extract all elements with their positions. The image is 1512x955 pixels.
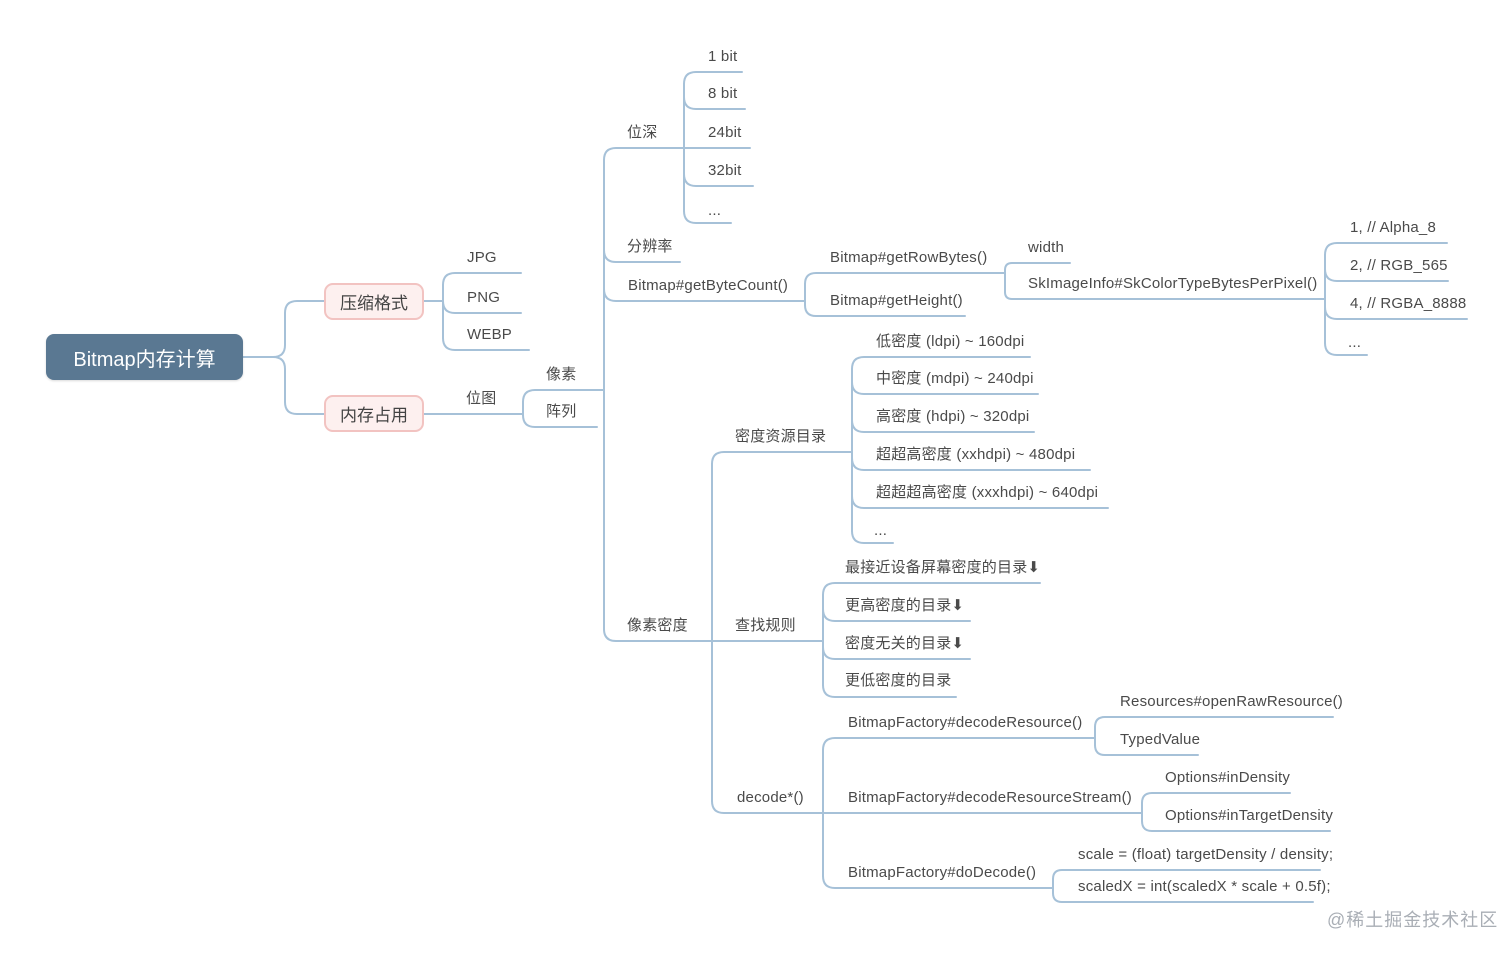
node-root: Bitmap内存计算 [46,334,243,380]
node-bytes-per-pixel: SkImageInfo#SkColorTypeBytesPerPixel() [1028,275,1318,292]
node-hdpi: 高密度 (hdpi) ~ 320dpi [876,408,1030,425]
node-bit-depth-more: ... [708,202,722,219]
node-ldpi: 低密度 (ldpi) ~ 160dpi [876,333,1025,350]
node-density-dirs: 密度资源目录 [735,428,827,445]
node-rule-density-independent: 密度无关的目录⬇ [845,635,965,652]
node-get-byte-count: Bitmap#getByteCount() [628,277,789,294]
node-scaledx-formula: scaledX = int(scaledX * scale + 0.5f); [1078,878,1331,895]
node-bytes-per-pixel-more: ... [1348,334,1362,351]
node-24bit: 24bit [708,124,742,141]
node-compress-format: 压缩格式 [324,283,424,320]
node-rgb565: 2, // RGB_565 [1350,257,1448,274]
node-png: PNG [467,289,501,306]
node-rgba8888: 4, // RGBA_8888 [1350,295,1467,312]
node-lookup-rules: 查找规则 [735,617,796,634]
node-resolution: 分辨率 [627,238,673,255]
node-scale-formula: scale = (float) targetDensity / density; [1078,846,1334,863]
node-typed-value: TypedValue [1120,731,1201,748]
node-webp: WEBP [467,326,512,343]
node-mdpi: 中密度 (mdpi) ~ 240dpi [876,370,1034,387]
node-decode: decode*() [737,789,804,806]
node-pixel: 像素 [546,366,577,383]
node-decode-resource-stream: BitmapFactory#decodeResourceStream() [848,789,1132,806]
node-get-height: Bitmap#getHeight() [830,292,963,309]
node-32bit: 32bit [708,162,742,179]
node-jpg: JPG [467,249,497,266]
node-8bit: 8 bit [708,85,738,102]
node-open-raw-resource: Resources#openRawResource() [1120,693,1344,710]
node-xxhdpi: 超超高密度 (xxhdpi) ~ 480dpi [876,446,1076,463]
node-density-dirs-more: ... [874,522,888,539]
watermark: @稀土掘金技术社区 [1327,910,1499,930]
node-bit-depth: 位深 [627,124,658,141]
node-rule-nearest-density: 最接近设备屏幕密度的目录⬇ [845,559,1041,576]
node-decode-resource: BitmapFactory#decodeResource() [848,714,1083,731]
node-bitmap: 位图 [466,390,497,407]
node-in-target-density: Options#inTargetDensity [1165,807,1334,824]
node-xxxhdpi: 超超超高密度 (xxxhdpi) ~ 640dpi [876,484,1099,501]
connector-paths [242,71,1468,903]
node-width: width [1028,239,1065,256]
node-do-decode: BitmapFactory#doDecode() [848,864,1037,881]
node-in-density: Options#inDensity [1165,769,1291,786]
node-1bit: 1 bit [708,48,738,65]
node-memory-usage: 内存占用 [324,395,424,432]
node-pixel-density: 像素密度 [627,617,688,634]
node-rule-lower-density: 更低密度的目录 [845,672,952,689]
node-get-row-bytes: Bitmap#getRowBytes() [830,249,988,266]
node-rule-higher-density: 更高密度的目录⬇ [845,597,965,614]
node-array: 阵列 [546,403,577,420]
node-alpha8: 1, // Alpha_8 [1350,219,1437,236]
